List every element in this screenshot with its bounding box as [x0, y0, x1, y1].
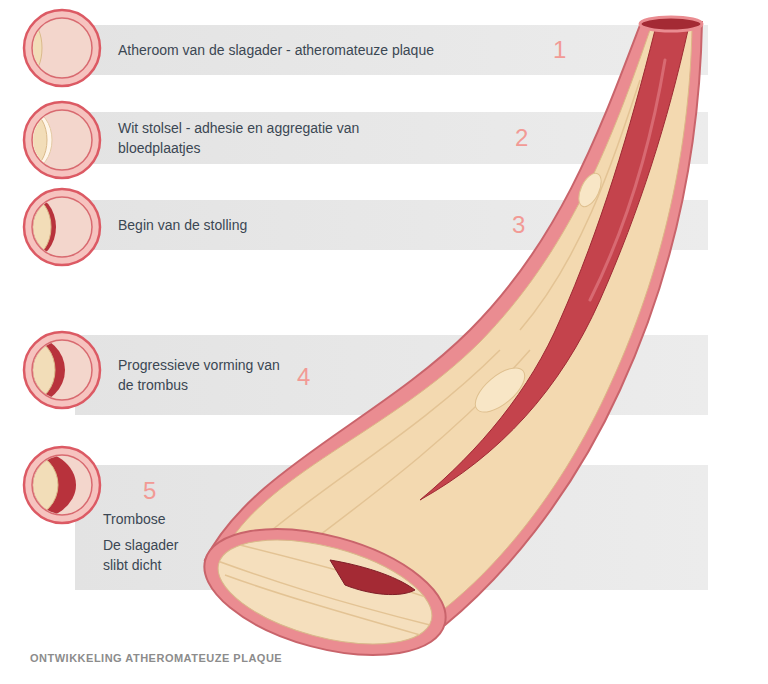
cross-section-icon — [0, 332, 100, 408]
plaque-nodule — [574, 170, 606, 210]
callout-number: 2 — [515, 124, 528, 152]
callout-number: 4 — [297, 363, 310, 391]
lumen — [420, 30, 688, 500]
white-clot — [8, 110, 52, 170]
plaque — [18, 22, 42, 74]
stage-text: Trombose — [103, 509, 166, 529]
stage-band: Wit stolsel - adhesie en aggregatie van … — [75, 112, 708, 164]
plaque — [9, 197, 51, 257]
figure-caption: ONTWIKKELING ATHEROMATEUZE PLAQUE — [30, 652, 282, 664]
cross-section-icon — [4, 189, 100, 265]
cut-plaque — [207, 520, 443, 664]
artery-opening — [640, 17, 702, 31]
clot — [0, 336, 65, 404]
stage-text: Wit stolsel - adhesie en aggregatie van … — [118, 118, 408, 158]
callout-number: 1 — [553, 36, 566, 64]
residual-lumen — [330, 560, 415, 595]
stage-band: 5Trombose De slagader slibt dicht — [75, 465, 708, 590]
band-ground — [75, 25, 708, 75]
plaque-layer — [222, 28, 692, 612]
callout-number: 5 — [143, 477, 156, 505]
stage-text: Atheroom van de slagader - atheromateuze… — [118, 40, 434, 60]
lumen-highlight — [590, 60, 665, 300]
cross-section-icon — [8, 102, 100, 178]
cross-section-icon — [18, 10, 100, 86]
clot — [0, 449, 76, 521]
clot — [4, 195, 56, 259]
stage-band: Atheroom van de slagader - atheromateuze… — [75, 25, 708, 75]
plaque — [5, 339, 55, 401]
stage-band: Progressieve vorming van de trombus 4 — [75, 335, 708, 415]
stage-text: Begin van de stolling — [118, 215, 247, 235]
cross-section-icon — [0, 447, 100, 523]
plaque-layers — [215, 545, 435, 635]
stage-text: Progressieve vorming van de trombus — [118, 355, 283, 395]
plaque — [0, 453, 58, 517]
plaque — [13, 112, 47, 168]
stage-text: De slagader slibt dicht — [103, 535, 195, 575]
callout-number: 3 — [512, 211, 525, 239]
stage-band: Begin van de stolling 3 — [75, 200, 708, 250]
